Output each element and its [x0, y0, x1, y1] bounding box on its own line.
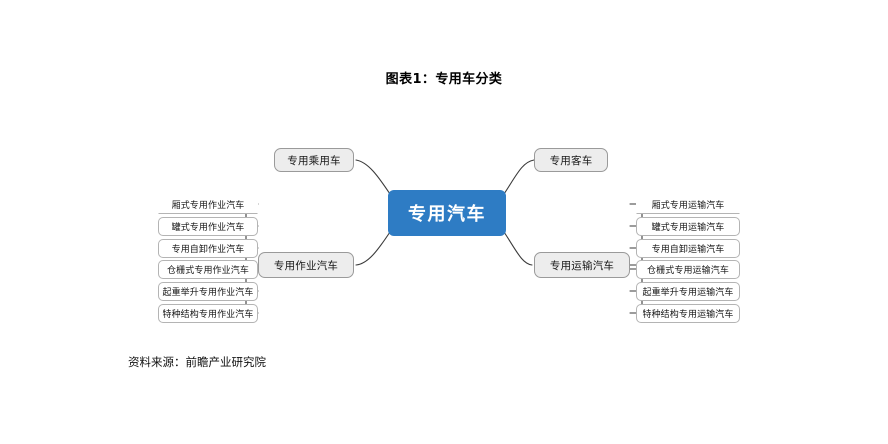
leaf-transport-5[interactable]: 起重举升专用运输汽车 — [636, 282, 740, 301]
connector-center-to-transport — [503, 231, 533, 266]
leaf-transport-2[interactable]: 罐式专用运输汽车 — [636, 217, 740, 236]
leaf-work-6[interactable]: 特种结构专用作业汽车 — [158, 304, 258, 323]
branch-node-passenger[interactable]: 专用乘用车 — [274, 148, 354, 172]
leaf-transport-4[interactable]: 仓栅式专用运输汽车 — [636, 260, 740, 279]
leaf-work-2[interactable]: 罐式专用作业汽车 — [158, 217, 258, 236]
leaf-work-1[interactable]: 厢式专用作业汽车 — [158, 195, 258, 214]
leaf-work-3[interactable]: 专用自卸作业汽车 — [158, 239, 258, 258]
connector-center-to-work — [355, 231, 391, 266]
center-node-special-vehicle[interactable]: 专用汽车 — [388, 190, 506, 236]
chart-title: 图表1：专用车分类 — [385, 72, 503, 87]
branch-node-transport[interactable]: 专用运输汽车 — [534, 252, 630, 278]
leaf-transport-3[interactable]: 专用自卸运输汽车 — [636, 239, 740, 258]
leaf-transport-6[interactable]: 特种结构专用运输汽车 — [636, 304, 740, 323]
connector-center-to-passenger — [355, 159, 391, 195]
leaf-work-4[interactable]: 仓栅式专用作业汽车 — [158, 260, 258, 279]
leaf-work-5[interactable]: 起重举升专用作业汽车 — [158, 282, 258, 301]
connector-center-to-bus — [503, 159, 535, 195]
branch-node-bus[interactable]: 专用客车 — [534, 148, 608, 172]
leaf-transport-1[interactable]: 厢式专用运输汽车 — [636, 195, 740, 214]
source-note: 资料来源：前瞻产业研究院 — [128, 355, 266, 369]
branch-node-work[interactable]: 专用作业汽车 — [258, 252, 354, 278]
